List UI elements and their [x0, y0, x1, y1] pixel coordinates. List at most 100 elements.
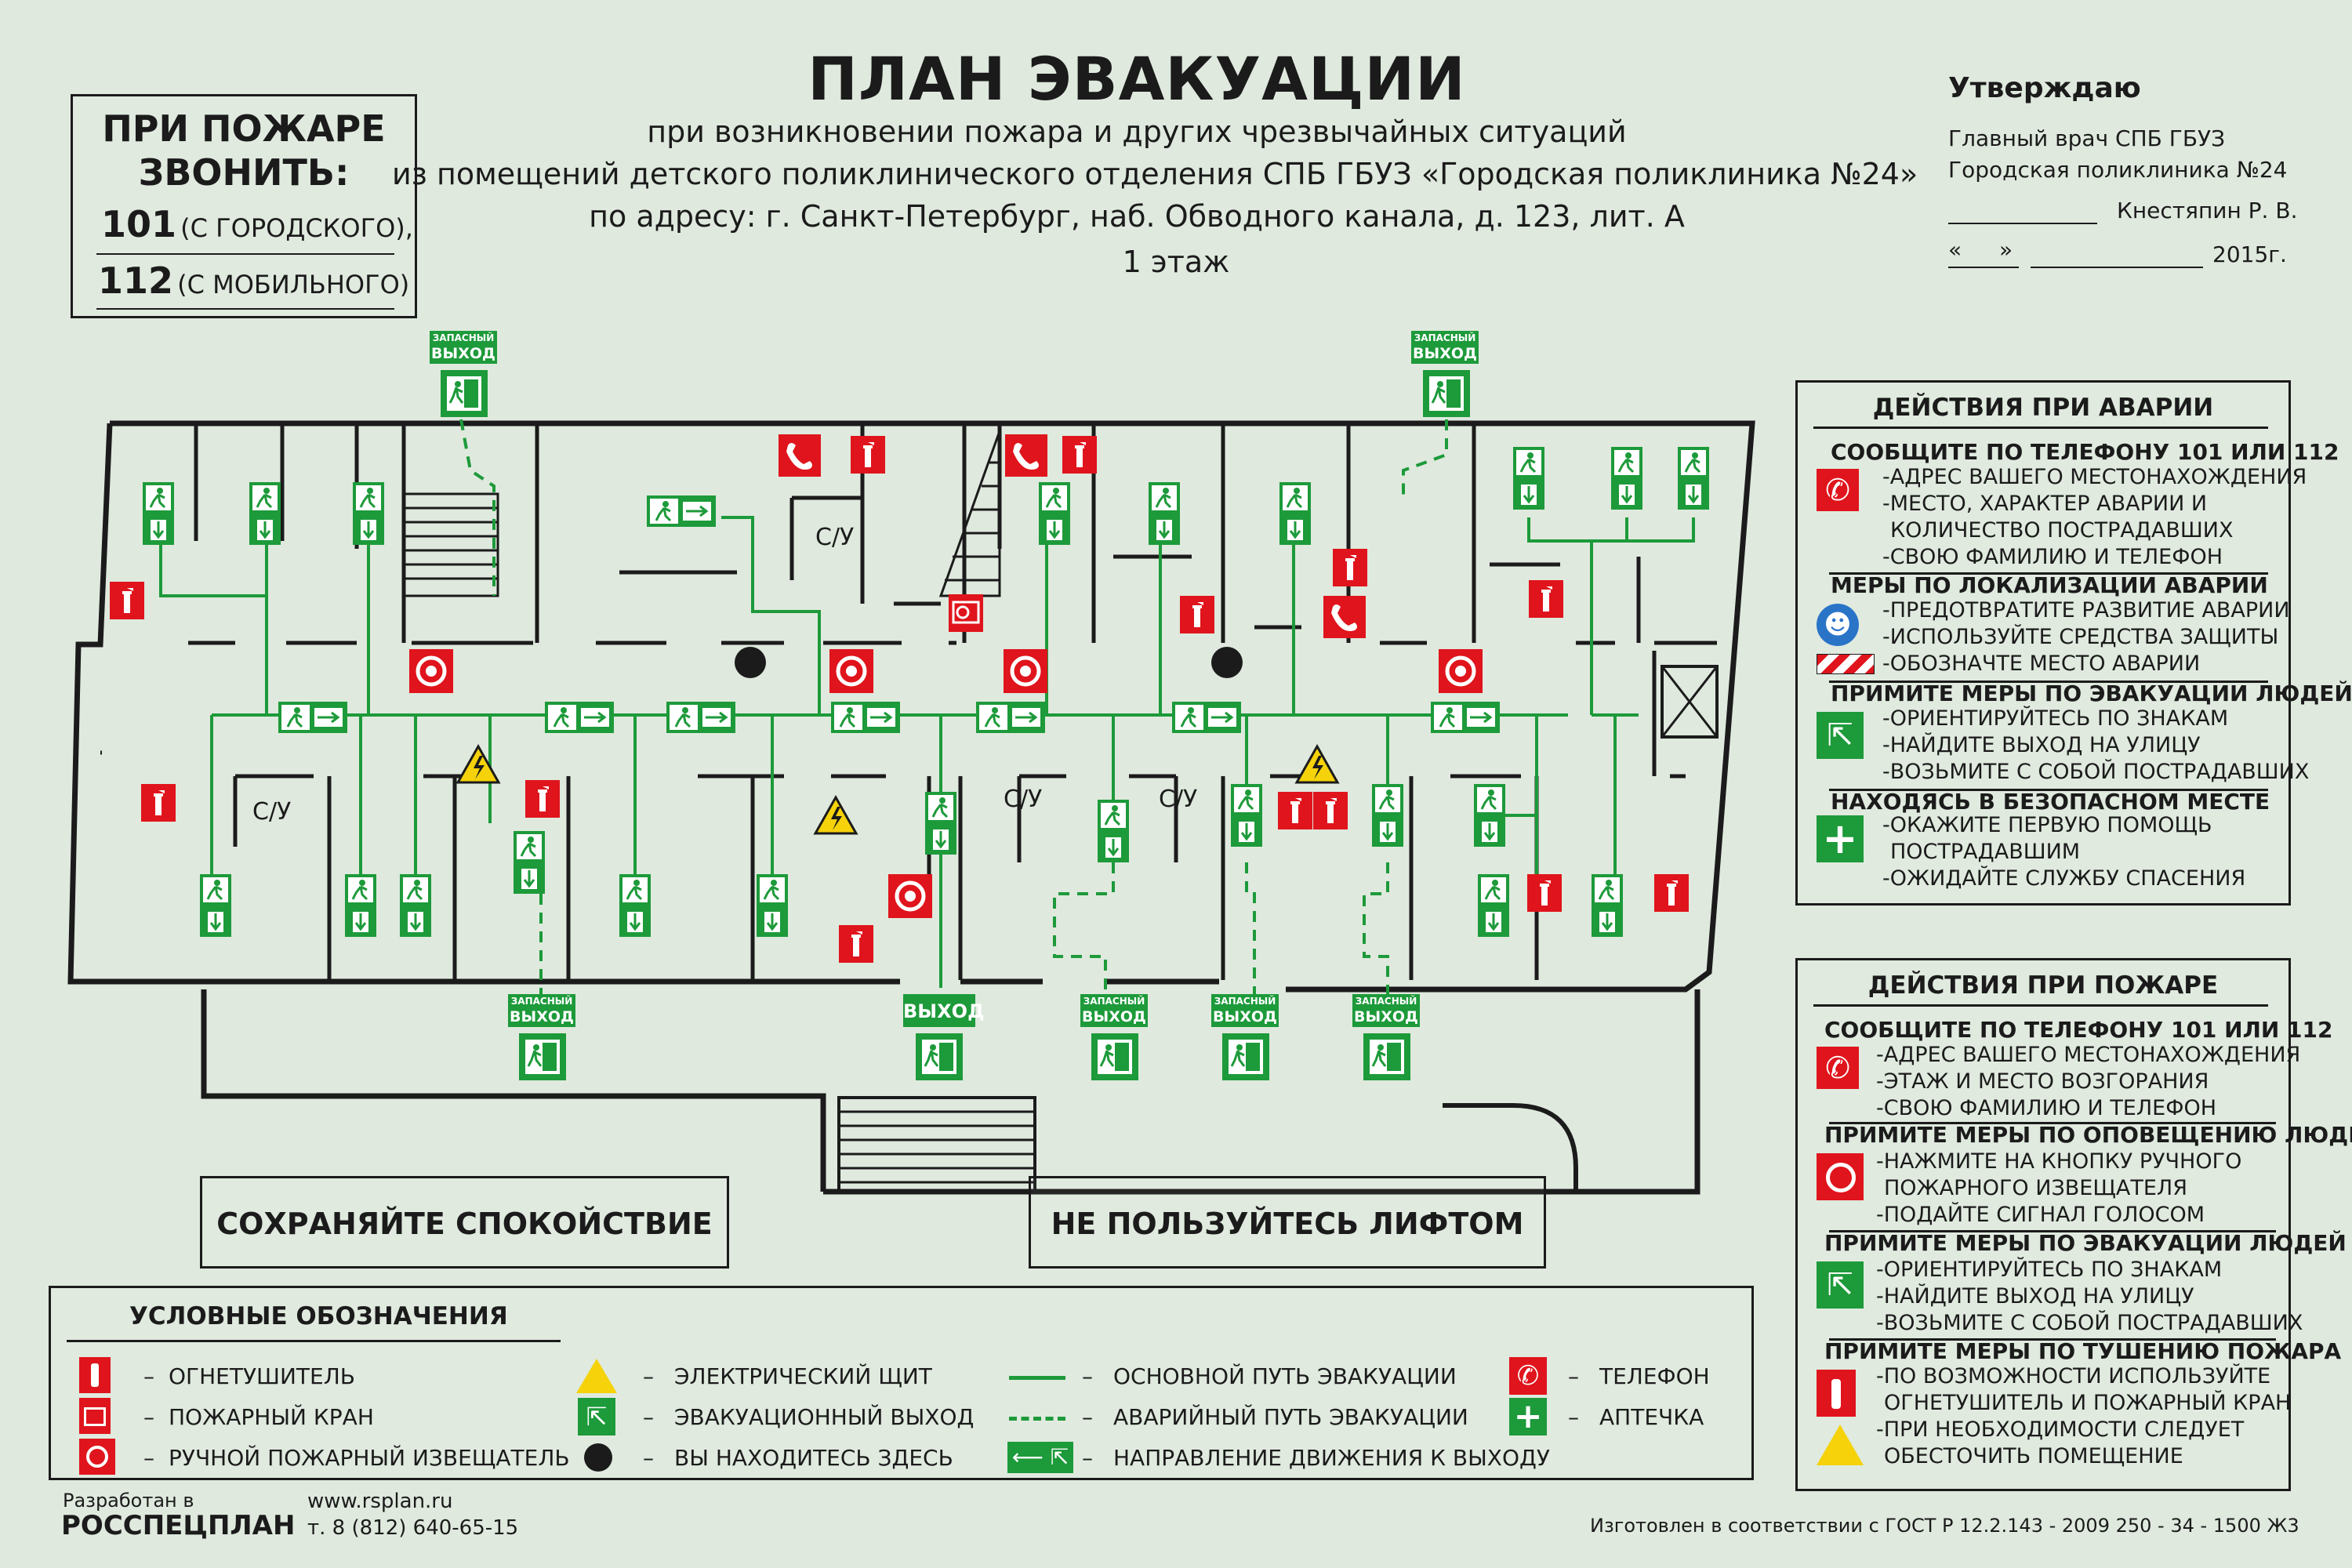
evac-sign-room-5	[1147, 481, 1181, 546]
fire-call-number-101: 101 (С ГОРОДСКОГО),	[101, 203, 413, 245]
extinguisher-icon	[525, 780, 560, 818]
electric-panel-icon	[1295, 745, 1339, 784]
emergency-evacuation-route	[459, 419, 1448, 996]
evacuation-exit-icon: ⇱	[578, 1398, 615, 1436]
evac-sign-room-1	[141, 481, 176, 546]
accident-list-1: -АДРЕС ВАШЕГО МЕСТОНАХОЖДЕНИЯ-МЕСТО, ХАР…	[1882, 465, 2307, 569]
spare-exit-bottom-3	[1211, 994, 1279, 1082]
evac-sign-room-2	[248, 481, 282, 546]
direction-sign-6	[1171, 700, 1243, 735]
fire-call-number-112: 112 (С МОБИЛЬНОГО)	[98, 260, 410, 302]
evac-sign-lower-12	[1476, 873, 1511, 938]
spare-exit-label-top-right-word: ВЫХОД	[1413, 345, 1477, 362]
extinguisher-icon	[851, 436, 885, 474]
fire-call-box: ПРИ ПОЖАРЕ ЗВОНИТЬ: 101 (С ГОРОДСКОГО), …	[71, 94, 417, 318]
legend-item-extinguisher: ОГНЕТУШИТЕЛЬ	[169, 1363, 355, 1389]
extinguisher-icon	[1313, 792, 1348, 829]
evac-sign-lower-10	[1370, 782, 1405, 848]
date-quote-close: »	[1999, 237, 2013, 263]
interior-walls-lower	[100, 750, 1686, 980]
direction-sign-4	[829, 700, 902, 735]
wc-label: С/У	[1004, 786, 1043, 813]
title-line-2: из помещений детского поликлинического о…	[392, 157, 1918, 191]
accident-title: ДЕЙСТВИЯ ПРИ АВАРИИ	[1872, 394, 2214, 422]
spare-exit-bottom-4	[1352, 994, 1420, 1082]
extinguisher-icon	[141, 784, 176, 822]
approval-line-2: Городская поликлиника №24	[1948, 157, 2288, 183]
evac-sign-lower-5	[618, 873, 652, 938]
evac-sign-lower-3	[398, 873, 433, 938]
phone-icon	[779, 434, 821, 477]
spare-exit-label-b3-word: ВЫХОД	[1213, 1008, 1277, 1025]
direction-sign-1	[277, 700, 349, 735]
spare-exit-label-top-right: ЗАПАСНЫЙ	[1414, 332, 1476, 343]
legend-item-alarm: РУЧНОЙ ПОЖАРНЫЙ ИЗВЕЩАТЕЛЬ	[169, 1445, 570, 1471]
evacuation-exit-icon: ⇱	[1817, 1261, 1864, 1308]
direction-sign-8	[645, 494, 717, 528]
legend-item-panel: ЭЛЕКТРИЧЕСКИЙ ЩИТ	[674, 1363, 932, 1389]
calm-notice: СОХРАНЯЙТЕ СПОКОЙСТВИЕ	[200, 1176, 729, 1269]
electric-panel-icon	[456, 745, 500, 784]
protective-helmet-icon: ☻	[1817, 604, 1859, 646]
fire-hydrant-icon	[947, 593, 985, 633]
accident-title-rule	[1813, 426, 2268, 429]
footer-phone: т. 8 (812) 640-65-15	[307, 1516, 519, 1540]
spare-exit-label-b2-word: ВЫХОД	[1082, 1008, 1146, 1025]
extinguisher-icon	[1817, 1370, 1856, 1417]
accident-list-2: -ПРЕДОТВРАТИТЕ РАЗВИТИЕ АВАРИИ-ИСПОЛЬЗУЙ…	[1882, 598, 2290, 676]
first-aid-icon: +	[1817, 815, 1864, 862]
extinguisher-icon	[1529, 580, 1563, 618]
alarm-button-icon	[409, 649, 453, 693]
evac-sign-room-4	[1037, 481, 1072, 546]
alarm-button-icon	[79, 1439, 115, 1475]
evacuation-exit-icon: ⇱	[1817, 712, 1864, 759]
fire-title: ДЕЙСТВИЯ ПРИ ПОЖАРЕ	[1867, 971, 2219, 1000]
approval-year: 2015г.	[2212, 241, 2287, 267]
legend-item-phone: ТЕЛЕФОН	[1599, 1363, 1710, 1389]
title-line-3: по адресу: г. Санкт-Петербург, наб. Обво…	[589, 199, 1685, 234]
approval-line-1: Главный врач СПБ ГБУЗ	[1948, 125, 2226, 151]
fire-call-rule	[96, 253, 394, 255]
signature-line	[1948, 223, 2097, 224]
fire-call-rule-2	[96, 308, 394, 310]
spare-exit-label-b1-word: ВЫХОД	[510, 1008, 574, 1025]
legend-item-emergency-route: АВАРИЙНЫЙ ПУТЬ ЭВАКУАЦИИ	[1113, 1404, 1468, 1430]
date-month-line	[2031, 267, 2203, 268]
date-quote-open: «	[1948, 237, 1962, 263]
wc-label: С/У	[252, 798, 292, 826]
developer-label: Разработан в	[63, 1490, 194, 1512]
evac-sign-room-9	[1676, 445, 1711, 511]
fire-h4: ПРИМИТЕ МЕРЫ ПО ТУШЕНИЮ ПОЖАРА	[1824, 1338, 2342, 1364]
electric-panel-icon	[576, 1359, 617, 1393]
fire-hydrant-icon	[79, 1398, 111, 1434]
fire-actions-panel: ДЕЙСТВИЯ ПРИ ПОЖАРЕ СООБЩИТЕ ПО ТЕЛЕФОНУ…	[1795, 958, 2352, 1491]
evac-sign-room-3	[351, 481, 386, 546]
spare-exit-top-left	[430, 331, 497, 419]
fire-call-line2: ЗВОНИТЬ:	[138, 151, 350, 194]
extinguisher-icon	[1062, 436, 1097, 474]
legend-title: УСЛОВНЫЕ ОБОЗНАЧЕНИЯ	[129, 1302, 508, 1330]
direction-sign-7	[1429, 700, 1501, 735]
you-are-here-icon	[584, 1443, 612, 1472]
legend-item-main-route: ОСНОВНОЙ ПУТЬ ЭВАКУАЦИИ	[1113, 1363, 1457, 1389]
alarm-button-icon	[829, 649, 873, 693]
main-exit-bottom	[903, 994, 975, 1082]
phone-icon: ✆	[1817, 1047, 1859, 1089]
accident-h3: ПРИМИТЕ МЕРЫ ПО ЭВАКУАЦИИ ЛЮДЕЙ	[1831, 681, 2352, 706]
electric-panel-icon	[814, 796, 858, 835]
phone-icon: ✆	[1817, 469, 1859, 511]
first-aid-icon: +	[1509, 1398, 1547, 1436]
evac-sign-lower-1	[198, 873, 233, 938]
alarm-button-icon	[888, 874, 932, 918]
you-are-here-marker	[735, 647, 766, 678]
fire-list-3: -ОРИЕНТИРУЙТЕСЬ ПО ЗНАКАМ-НАЙДИТЕ ВЫХОД …	[1876, 1258, 2303, 1335]
phone-icon	[1323, 596, 1366, 638]
direction-sign-3	[665, 700, 737, 735]
spare-exit-label-b1: ЗАПАСНЫЙ	[510, 996, 573, 1007]
footer-url: www.rsplan.ru	[307, 1490, 453, 1513]
direction-arrow-icon: ⟵ ⇱	[1007, 1442, 1073, 1473]
wc-label: С/У	[815, 524, 855, 551]
legend-box: УСЛОВНЫЕ ОБОЗНАЧЕНИЯ – ОГНЕТУШИТЕЛЬ – ПО…	[49, 1286, 1754, 1480]
legend-item-exit: ЭВАКУАЦИОННЫЙ ВЫХОД	[674, 1404, 975, 1430]
